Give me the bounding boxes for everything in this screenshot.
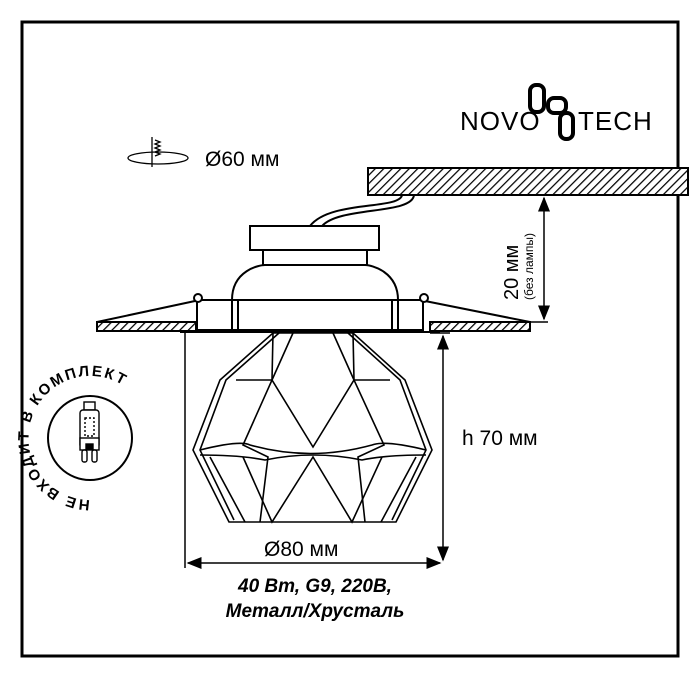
cutout-icon (127, 137, 189, 167)
depth-label: 20 мм (501, 245, 523, 300)
g9-bulb-icon (79, 401, 100, 463)
fixture-body (96, 225, 531, 333)
depth-note: (без лампы) (522, 233, 536, 300)
logo-text-left: NOVO (460, 106, 541, 136)
shade-diameter-label: Ø80 мм (264, 538, 338, 561)
ceiling (367, 167, 689, 196)
cutout-diameter-label: Ø60 мм (205, 148, 279, 171)
spec-line-power: 40 Вт, G9, 220В, (238, 576, 392, 597)
spec-line-material: Металл/Хрусталь (225, 601, 405, 622)
cable (309, 194, 415, 227)
novotech-logo: NOVO TECH (460, 83, 653, 141)
frame-border (20, 20, 680, 658)
lamp-not-included-badge: НЕ ВХОДИТ В КОМПЛЕКТ (15, 363, 133, 513)
dimension-lines (184, 196, 550, 569)
height-label: h 70 мм (462, 427, 538, 450)
crystal-shade (192, 332, 433, 524)
logo-text-right: TECH (578, 106, 653, 136)
